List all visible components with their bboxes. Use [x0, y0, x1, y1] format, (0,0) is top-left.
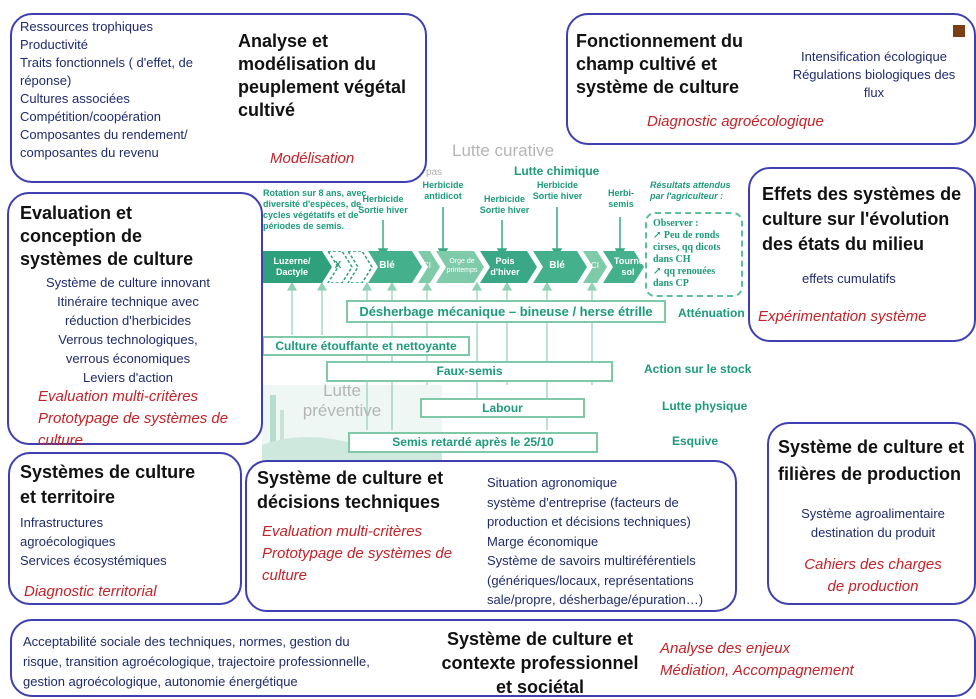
crop-8: CI — [591, 261, 599, 270]
bar-semis: Semis retardé après le 25/10 — [348, 432, 598, 453]
box-evaluation — [7, 192, 263, 445]
side-physique: Lutte physique — [662, 399, 748, 413]
bar-desherbage: Désherbage mécanique – bineuse / herse é… — [346, 300, 666, 323]
decisions-heading: Système de culture et décisions techniqu… — [257, 468, 444, 512]
lutte-preventive-label: Lutte préventive — [302, 381, 382, 420]
box-decisions — [245, 460, 737, 612]
herbicide-label-5: Herbi-semis — [607, 188, 634, 209]
evaluation-items: Système de culture innovant Itinéraire t… — [45, 275, 211, 385]
evaluation-heading: Evaluation et conception de systèmes de … — [20, 203, 194, 269]
lutte-curative-label: Lutte curative — [452, 141, 555, 160]
bar-labour: Labour — [420, 398, 585, 418]
observer-box — [645, 212, 743, 297]
crop-7: Blé — [549, 260, 565, 271]
lutte-chimique-label: Lutte chimique — [514, 164, 600, 178]
analyse-method: Modélisation — [270, 150, 355, 167]
fonctionnement-items: Intensification écologique Régulations b… — [792, 49, 956, 100]
herbicide-label-2: Herbicide antidicot — [422, 180, 464, 201]
contexte-heading: Système de culture et contexte professio… — [441, 629, 639, 697]
crop-1: Luzerne/ Dactyle — [273, 256, 311, 277]
resultats-label: Résultats attendus par l'agriculteur : — [650, 180, 731, 201]
crop-4: CI — [423, 261, 431, 270]
analyse-items: Ressources trophiques Productivité Trait… — [20, 19, 194, 160]
contexte-method: Analyse des enjeux Médiation, Accompagne… — [660, 640, 854, 679]
filieres-method: Cahiers des charges de production — [804, 556, 942, 595]
crop-5: Orge de printemps — [446, 258, 478, 274]
side-esquive: Esquive — [672, 434, 719, 448]
decisions-items: Situation agronomique système d'entrepri… — [487, 475, 704, 607]
box-fonctionnement — [566, 13, 976, 145]
box-effets — [748, 167, 976, 342]
filieres-items: Système agroalimentaire destination du p… — [801, 506, 945, 540]
side-attenuation: Atténuation — [678, 306, 745, 320]
filieres-heading: Système de culture et filières de produc… — [778, 437, 965, 484]
bar-culture: Culture étouffante et nettoyante — [262, 336, 470, 356]
box-filieres — [767, 422, 976, 605]
crop-3: Blé — [379, 260, 395, 271]
observer-text: Observer : ↗ Peu de ronds cirses, qq dic… — [653, 218, 721, 289]
territoire-items: Infrastructures agroécologiques Services… — [20, 515, 167, 568]
evaluation-method: Evaluation multi-critères Prototypage de… — [38, 388, 229, 449]
fonctionnement-heading: Fonctionnement du champ cultivé et systè… — [576, 31, 743, 97]
fonctionnement-method: Diagnostic agroécologique — [647, 113, 824, 130]
herbicide-label-4: Herbicide Sortie hiver — [532, 180, 583, 201]
box-contexte — [10, 619, 976, 697]
crop-2: X — [334, 260, 342, 271]
box-territoire — [8, 452, 242, 605]
crop-6: Pois d'hiver — [490, 256, 520, 277]
pas-label: pas — [426, 167, 443, 178]
side-stock: Action sur le stock — [644, 362, 752, 376]
decisions-method: Evaluation multi-critères Prototypage de… — [262, 523, 453, 584]
bar-fauxsemis: Faux-semis — [326, 361, 613, 382]
territoire-heading: Systèmes de culture et territoire — [20, 462, 196, 507]
effets-heading: Effets des systèmes de culture sur l'évo… — [762, 184, 962, 254]
contexte-items: Acceptabilité sociale des techniques, no… — [23, 634, 370, 689]
rotation-note: Rotation sur 8 ans, avec diversité d'esp… — [263, 188, 367, 231]
brown-square-icon — [953, 25, 965, 37]
herbicide-label-3: Herbicide Sortie hiver — [479, 194, 530, 215]
box-analyse — [10, 13, 427, 183]
effets-items: effets cumulatifs — [802, 271, 896, 286]
rotation-chevrons — [262, 251, 644, 283]
effets-method: Expérimentation système — [758, 308, 927, 325]
analyse-heading: Analyse et modélisation du peuplement vé… — [238, 31, 407, 120]
territoire-method: Diagnostic territorial — [24, 583, 157, 600]
herbicide-label-1: Herbicide Sortie hiver — [358, 194, 408, 215]
crop-9: Tourne sol — [614, 256, 644, 277]
